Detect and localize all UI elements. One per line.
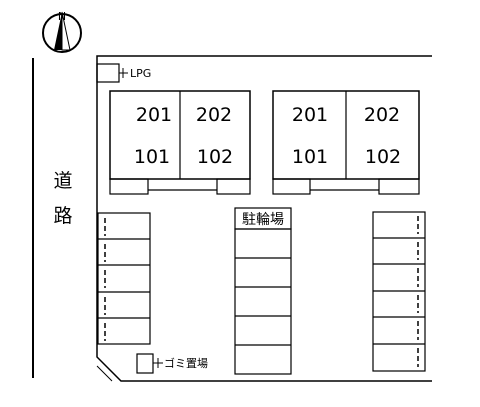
- unit-number: 102: [365, 146, 401, 168]
- bicycle-parking-label: 駐輪場: [242, 211, 284, 228]
- unit-number: 202: [364, 104, 400, 126]
- north-arrow-icon: N: [42, 10, 82, 53]
- lpg-label: LPG: [130, 67, 151, 80]
- lpg-area: LPG: [96, 63, 151, 83]
- unit-number: 202: [196, 104, 232, 126]
- unit-number: 201: [136, 104, 172, 126]
- unit-number: 201: [292, 104, 328, 126]
- road-label-char-1: 道: [53, 170, 72, 192]
- unit-number: 101: [134, 146, 170, 168]
- unit-number: 102: [197, 146, 233, 168]
- building-2: 201 202 101 102: [272, 90, 420, 195]
- road-label-char-2: 路: [53, 205, 72, 227]
- road-edge-diagonal: [96, 365, 113, 382]
- property-boundary: [96, 55, 432, 382]
- garbage-label: ゴミ置場: [164, 356, 208, 370]
- garbage-area: ゴミ置場: [136, 353, 208, 374]
- parking-left: [97, 212, 151, 345]
- building-1: 201 202 101 102: [109, 90, 251, 195]
- svg-text:N: N: [58, 10, 66, 23]
- unit-number: 101: [292, 146, 328, 168]
- bicycle-parking: 駐輪場: [234, 207, 292, 375]
- parking-right: [372, 211, 426, 372]
